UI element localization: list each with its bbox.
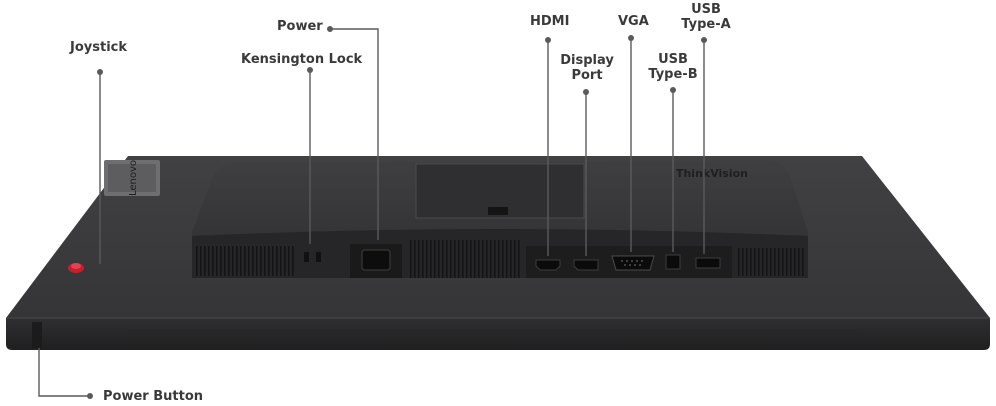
vent-slat [260,246,262,276]
label-power-button: Power Button [103,389,204,404]
hdmi-port [535,259,561,271]
vent-slat [502,240,504,278]
label-display-port: Display Port [560,53,614,83]
vent-slat [438,240,440,278]
vent-slat [754,248,756,276]
usb-type-b-port [665,254,681,270]
vent-slat [276,246,278,276]
label-usb-type-b: USB Type-B [648,52,698,82]
vent-slat [778,248,780,276]
vent-slat [216,246,218,276]
label-power: Power [277,19,323,34]
vent-slat [272,246,274,276]
vent-slat [268,246,270,276]
vent-center [410,240,520,278]
vent-slat [288,246,290,276]
callout-lines [38,28,705,397]
vent-right [738,248,804,276]
label-hdmi: HDMI [530,14,570,29]
vent-slat [446,240,448,278]
vent-slat [782,248,784,276]
vent-slat [786,248,788,276]
vent-slat [478,240,480,278]
vent-slat [490,240,492,278]
monitor-front-edge [6,318,990,350]
vent-slat [292,246,294,276]
vent-slat [232,246,234,276]
vent-slat [506,240,508,278]
vent-slat [228,246,230,276]
vent-slat [738,248,740,276]
vent-slat [798,248,800,276]
vent-slat [482,240,484,278]
power-button [32,322,42,348]
vent-slat [790,248,792,276]
vesa-recess [415,163,585,219]
callout-dots [87,26,707,399]
thinkvision-logo-text: ThinkVision [676,167,748,180]
vent-slat [256,246,258,276]
label-kensington-lock: Kensington Lock [241,52,363,67]
vent-slat [430,240,432,278]
vent-slat [410,240,412,278]
vent-slat [284,246,286,276]
displayport-port [573,259,599,271]
vent-slat [264,246,266,276]
usb-type-a-port [695,257,721,269]
vent-slat [236,246,238,276]
label-vga: VGA [618,14,649,29]
vent-slat [474,240,476,278]
vent-slat [518,240,520,278]
vent-slat [418,240,420,278]
vent-slat [434,240,436,278]
vent-slat [220,246,222,276]
vent-slat [470,240,472,278]
vent-slat [766,248,768,276]
vent-slat [794,248,796,276]
kensington-lock-slot [304,252,309,262]
vent-slat [200,246,202,276]
vent-slat [454,240,456,278]
vga-port [611,255,655,271]
vent-slat [450,240,452,278]
vent-slat [498,240,500,278]
vent-slat [494,240,496,278]
vent-slat [208,246,210,276]
label-joystick: Joystick [70,40,128,55]
vent-slat [458,240,460,278]
vent-slat [750,248,752,276]
vent-slat [746,248,748,276]
vent-left [196,246,294,276]
vent-slat [280,246,282,276]
vent-slat [466,240,468,278]
vent-slat [240,246,242,276]
vent-slat [426,240,428,278]
label-usb-type-a: USB Type-A [681,2,731,32]
vent-slat [758,248,760,276]
vent-slat [248,246,250,276]
vent-slat [802,248,804,276]
vent-slat [486,240,488,278]
vent-slat [762,248,764,276]
vent-slat [212,246,214,276]
vent-slat [742,248,744,276]
vent-slat [422,240,424,278]
vent-slat [510,240,512,278]
vent-slat [774,248,776,276]
vent-slat [196,246,198,276]
vent-slat [224,246,226,276]
vent-slat [770,248,772,276]
vent-slat [414,240,416,278]
vent-slat [442,240,444,278]
lenovo-logo-text: Lenovo [128,160,139,196]
vent-slat [204,246,206,276]
vent-slat [244,246,246,276]
vent-slat [462,240,464,278]
vent-slat [252,246,254,276]
vent-slat [514,240,516,278]
